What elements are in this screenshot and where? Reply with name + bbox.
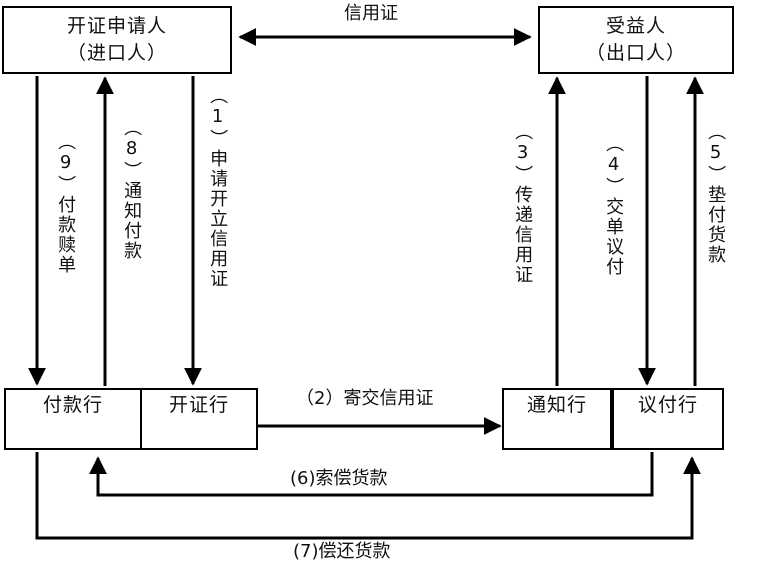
edge-label-step4-text: （4）交单议付: [603, 134, 625, 277]
edge-label-step2: （2）寄交信用证: [296, 388, 434, 409]
node-applicant-label: 开证申请人 （进口人）: [66, 15, 167, 64]
node-paying-bank-label: 付款行: [42, 394, 103, 416]
edge-label-step9: （9）付款赎单: [55, 132, 77, 275]
node-negotiating-bank[interactable]: 议付行: [612, 388, 724, 450]
edge-label-step8: （8）通知付款: [121, 118, 143, 261]
edge-label-step7: (7)偿还货款: [293, 541, 391, 562]
edge-label-step6-text: (6)索偿货款: [290, 468, 388, 489]
edge-label-step9-text: （9）付款赎单: [55, 132, 77, 275]
connector-step7: [35, 452, 701, 540]
node-negotiating-bank-label: 议付行: [637, 394, 698, 416]
node-paying-bank[interactable]: 付款行: [4, 388, 142, 450]
edge-label-step2-text: （2）寄交信用证: [296, 388, 434, 409]
edge-label-step7-text: (7)偿还货款: [293, 541, 391, 562]
edge-label-step5-text: （5）垫付货款: [705, 122, 727, 265]
edge-label-step1-text: （1）申请开立信用证: [207, 86, 229, 289]
node-issuing-bank-label: 开证行: [168, 394, 229, 416]
edge-label-step1: （1）申请开立信用证: [207, 86, 229, 289]
edge-label-credit-text: 信用证: [344, 3, 398, 24]
edge-label-step6: (6)索偿货款: [290, 468, 388, 489]
edge-label-step5: （5）垫付货款: [705, 122, 727, 265]
node-advising-bank[interactable]: 通知行: [502, 388, 612, 450]
node-applicant[interactable]: 开证申请人 （进口人）: [2, 6, 232, 74]
edge-label-step4: （4）交单议付: [603, 134, 625, 277]
node-advising-bank-label: 通知行: [526, 394, 587, 416]
node-beneficiary-label: 受益人 （出口人）: [585, 15, 686, 64]
edge-label-step8-text: （8）通知付款: [121, 118, 143, 261]
edge-label-step3-text: （3）传递信用证: [512, 122, 534, 285]
edge-label-credit: 信用证: [344, 3, 398, 24]
node-issuing-bank[interactable]: 开证行: [140, 388, 258, 450]
edge-label-step3: （3）传递信用证: [512, 122, 534, 285]
node-beneficiary[interactable]: 受益人 （出口人）: [538, 6, 734, 74]
